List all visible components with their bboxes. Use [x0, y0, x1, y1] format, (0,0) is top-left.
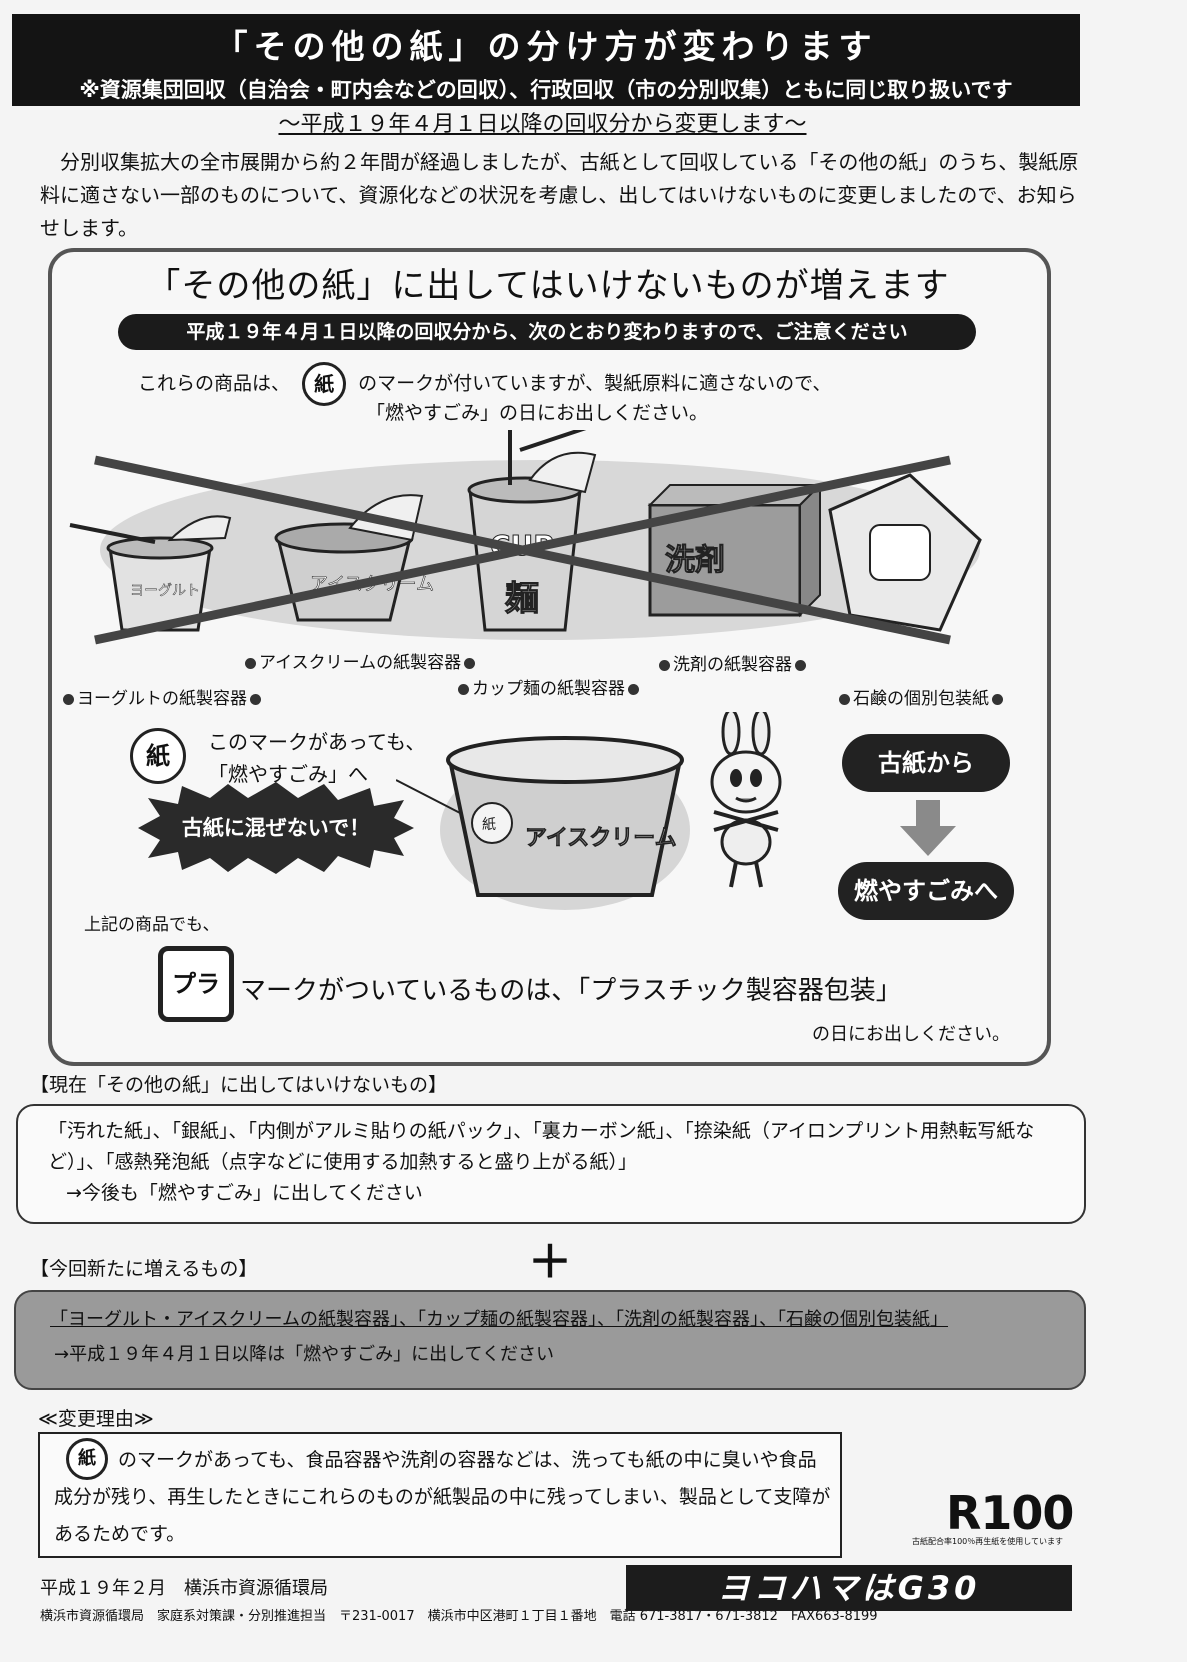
ice-cream-cup-large-icon: 紙 アイスクリーム [440, 736, 690, 910]
r100-caption: 古紙配合率100％再生紙を使用しています [912, 1537, 1064, 1546]
reason-title: ≪変更理由≫ [38, 1408, 154, 1430]
yogurt-cup-text: ヨーグルト [130, 583, 200, 599]
current-items-text: 「汚れた紙」、「銀紙」、「内側がアルミ貼りの紙パック」、「裏カーボン紙」、「捺染… [48, 1120, 1035, 1173]
flow-from-pill: 古紙から [842, 734, 1010, 792]
svg-text:紙: 紙 [482, 817, 496, 833]
reason-text: のマークがあっても、食品容器や洗剤の容器などは、洗っても紙の中に臭いや食品成分が… [54, 1449, 831, 1545]
kami-recycle-icon-small: 紙 [66, 1438, 108, 1480]
g30-logo: ヨコハマはG30 [626, 1565, 1072, 1611]
new-items-box [14, 1290, 1086, 1390]
mark-note-line1: このマークがあっても、 [208, 730, 426, 754]
burst-text: 古紙に混ぜないで！ [181, 816, 371, 840]
pointer-line [396, 779, 463, 815]
pla-text: マークがついているものは、「プラスチック製容器包装」 [240, 976, 902, 1006]
kami-recycle-icon: 紙 [302, 362, 347, 406]
mark-explanation-line1: これらの商品は、 紙 のマークが付いていますが、製紙原料に適さないので、 [138, 362, 831, 406]
line1-after: のマークが付いていますが、製紙原料に適さないので、 [358, 372, 832, 395]
soap-wrapper-icon [828, 473, 982, 632]
containers-illustration: ヨーグルト アイスクリーム CUP 麺 洗剤 [69, 430, 982, 645]
change-date: ～平成１９年４月１日以降の回収分から変更します～ [278, 112, 807, 137]
yogurt-cup-icon: ヨーグルト [69, 515, 232, 632]
detergent-text: 洗剤 [665, 543, 725, 578]
burst-shape [138, 782, 414, 874]
line1-before: これらの商品は、 [138, 372, 291, 395]
caption-yogurt: ヨーグルトの紙製容器 [60, 684, 264, 709]
page-title: 「その他の紙」の分け方が変わります [214, 27, 878, 66]
notice-pill: 平成１９年４月１日以降の回収分から、次のとおり変わりますので、ご注意ください [118, 314, 976, 350]
detergent-box-icon: 洗剤 [647, 482, 823, 618]
caption-cup-noodle: カップ麺の紙製容器 [455, 674, 642, 699]
new-items-text: 「ヨーグルト・アイスクリームの紙製容器」、「カップ麺の紙製容器」、「洗剤の紙製容… [50, 1309, 949, 1330]
caption-detergent: 洗剤の紙製容器 [656, 650, 809, 675]
flow-to-pill: 燃やすごみへ [838, 862, 1014, 920]
pla-recycle-icon: プラ [158, 946, 234, 1022]
mark-note-line2: 「燃やすごみ」へ [208, 762, 368, 786]
new-items-action: →平成１９年４月１日以降は「燃やすごみ」に出してください [54, 1344, 554, 1365]
footer-date-org: 平成１９年２月 横浜市資源循環局 [40, 1578, 328, 1599]
cup-noodle-icon: CUP 麺 [467, 430, 597, 632]
footer-contact: 横浜市資源循環局 家庭系対策課・分別推進担当 〒231-0017 横浜市中区港町… [40, 1609, 878, 1624]
header-banner: 「その他の紙」の分け方が変わります ※資源集団回収（自治会・町内会などの回収）、… [12, 14, 1080, 106]
svg-text:アイスクリーム: アイスクリーム [525, 826, 677, 851]
r100-mark: R100 [946, 1486, 1074, 1540]
current-section-title: 【現在「その他の紙」に出してはいけないもの】 [30, 1074, 448, 1096]
down-arrow-icon [900, 800, 956, 856]
cup-noodle-kanji: 麺 [505, 579, 539, 619]
intro-paragraph: 分別収集拡大の全市展開から約２年間が経過しましたが、古紙として回収している「その… [40, 150, 1079, 240]
main-notice-box [48, 248, 1051, 1066]
new-section-title: 【今回新たに増えるもの】 [30, 1258, 258, 1280]
caption-ice-cream: アイスクリームの紙製容器 [242, 648, 478, 673]
kami-recycle-icon-large: 紙 [130, 728, 186, 784]
caption-soap: 石鹸の個別包装紙 [836, 684, 1006, 709]
current-items-action: →今後も「燃やすごみ」に出してください [66, 1182, 423, 1204]
above-items-note: 上記の商品でも、 [84, 915, 220, 935]
reason-box [38, 1432, 842, 1558]
mark-explanation-line2: 「燃やすごみ」の日にお出しください。 [366, 402, 709, 424]
plus-icon: ＋ [528, 1237, 572, 1288]
current-items-box [16, 1104, 1086, 1224]
header-subtitle: ※資源集団回収（自治会・町内会などの回収）、行政回収（市の分別収集）ともに同じ取… [79, 78, 1013, 102]
pla-day-text: の日にお出しください。 [812, 1024, 1010, 1045]
box-heading: 「その他の紙」に出してはいけないものが増えます [146, 266, 950, 306]
mascot-icon [710, 712, 782, 888]
